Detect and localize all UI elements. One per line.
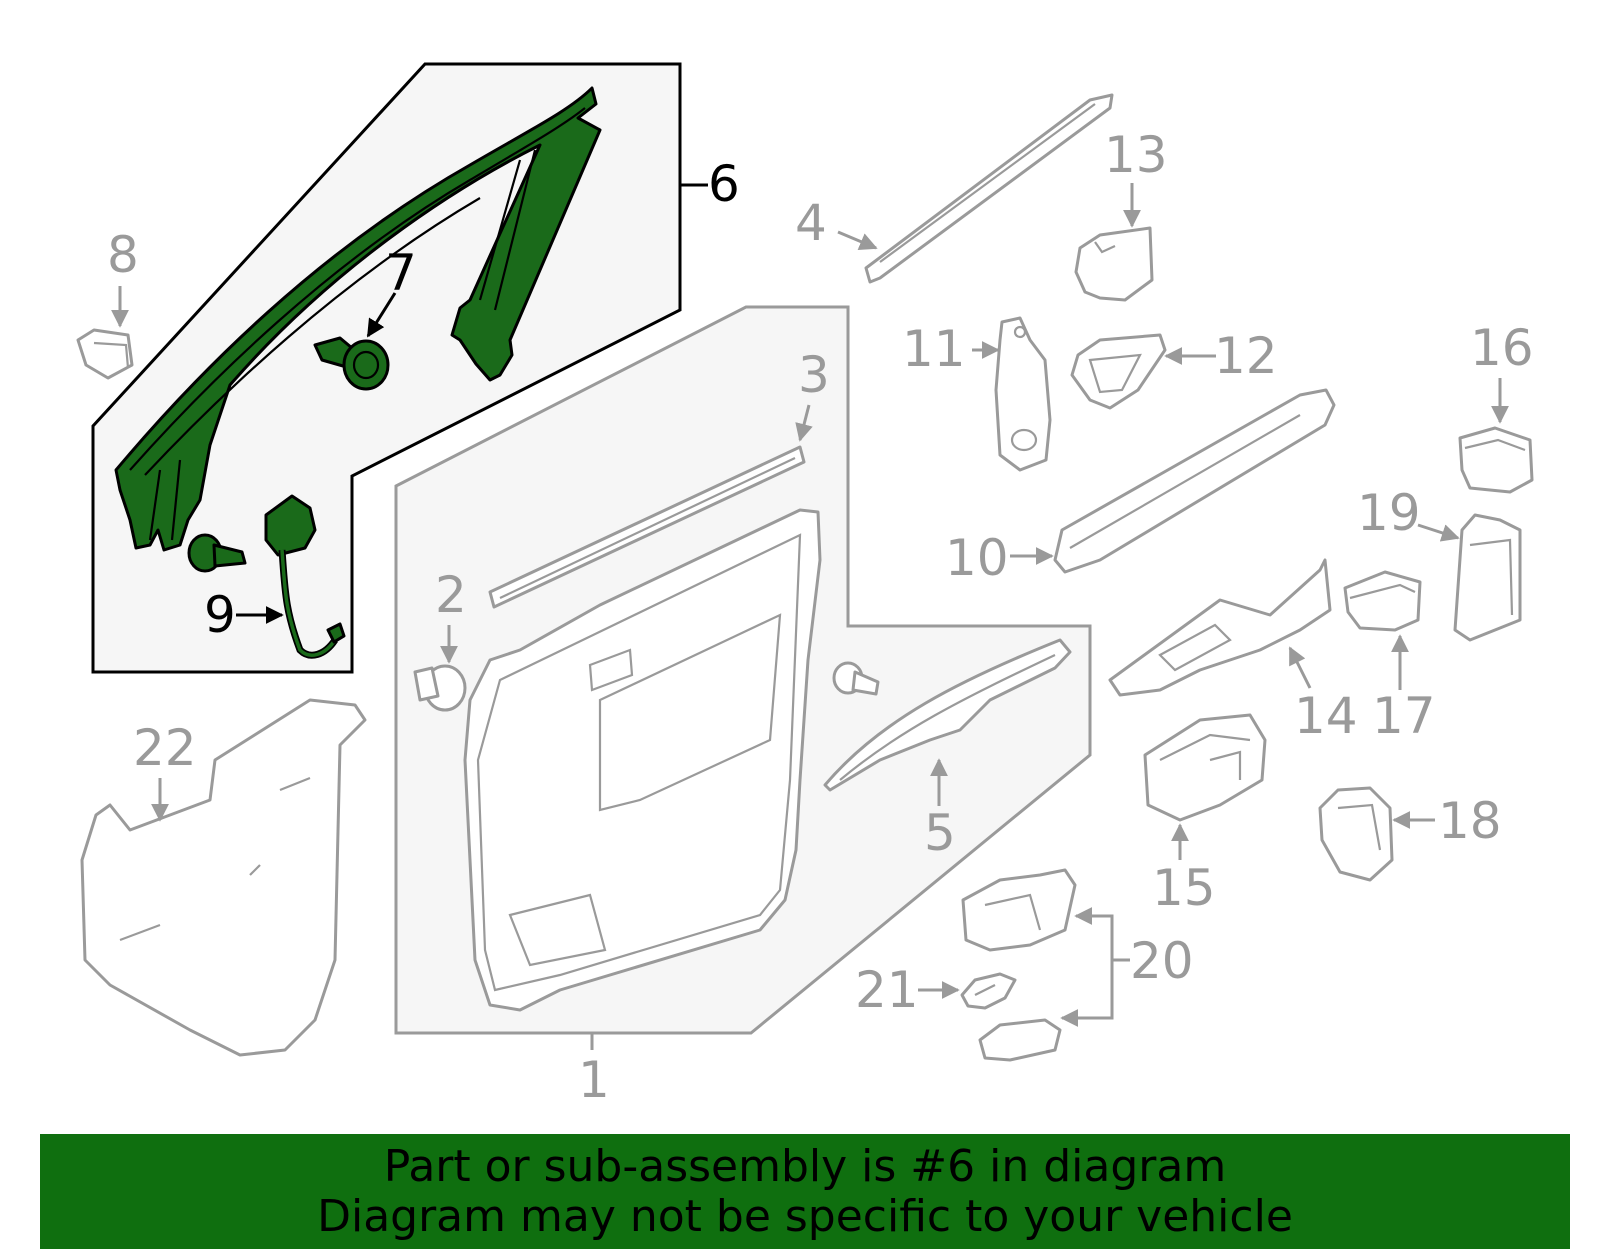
module-part-19[interactable] (1453, 513, 1522, 642)
callout-1: 1 (578, 1051, 610, 1109)
lens-part-21[interactable] (960, 972, 1017, 1010)
bracket-part-11[interactable] (994, 316, 1052, 472)
banner-line-2: Diagram may not be specific to your vehi… (317, 1191, 1293, 1242)
callout-5: 5 (924, 804, 956, 862)
callout-2: 2 (435, 566, 467, 624)
switch-panel-part-14[interactable] (1108, 558, 1332, 697)
callout-9: 9 (204, 586, 236, 644)
callout-4: 4 (795, 194, 827, 252)
clip-part-7[interactable] (313, 336, 390, 391)
callout-21: 21 (855, 961, 919, 1019)
clip-part-2[interactable] (413, 664, 467, 712)
switch-part-17[interactable] (1343, 570, 1422, 632)
info-banner: Part or sub-assembly is #6 in diagram Di… (40, 1134, 1570, 1249)
bolt-near-part-5 (832, 661, 880, 696)
callout-16: 16 (1470, 319, 1534, 377)
callout-12: 12 (1214, 327, 1278, 385)
weatherstrip-part-3[interactable] (488, 445, 806, 609)
insulator-part-22[interactable] (80, 698, 367, 1057)
callout-22: 22 (133, 719, 197, 777)
clip-part-8[interactable] (76, 328, 134, 380)
bolt-in-sash-box (187, 533, 247, 573)
callout-6: 6 (708, 155, 740, 213)
callout-8: 8 (107, 226, 139, 284)
callout-19: 19 (1357, 484, 1421, 542)
door-panel-part-1[interactable] (463, 508, 822, 1012)
trim-part-5[interactable] (823, 638, 1072, 792)
window-sash-part-6[interactable] (114, 86, 602, 552)
callout-17: 17 (1372, 687, 1436, 745)
switch-part-18[interactable] (1318, 786, 1394, 882)
callout-20: 20 (1130, 932, 1194, 990)
armrest-part-10[interactable] (1053, 388, 1336, 574)
callout-11: 11 (902, 320, 966, 378)
callout-18: 18 (1438, 792, 1502, 850)
switch-part-15[interactable] (1143, 713, 1267, 822)
callout-13: 13 (1104, 126, 1168, 184)
callout-14: 14 (1294, 687, 1358, 745)
switch-part-16[interactable] (1458, 426, 1534, 494)
callout-10: 10 (945, 529, 1009, 587)
callout-7: 7 (385, 244, 417, 302)
light-part-20[interactable] (961, 868, 1077, 1062)
cap-part-13[interactable] (1074, 226, 1154, 302)
molding-part-4[interactable] (864, 93, 1114, 284)
banner-line-1: Part or sub-assembly is #6 in diagram (383, 1141, 1227, 1192)
callout-3: 3 (798, 346, 830, 404)
inner-handle-part-12[interactable] (1070, 333, 1167, 410)
callout-15: 15 (1152, 859, 1216, 917)
cable-part-9[interactable] (264, 494, 346, 659)
